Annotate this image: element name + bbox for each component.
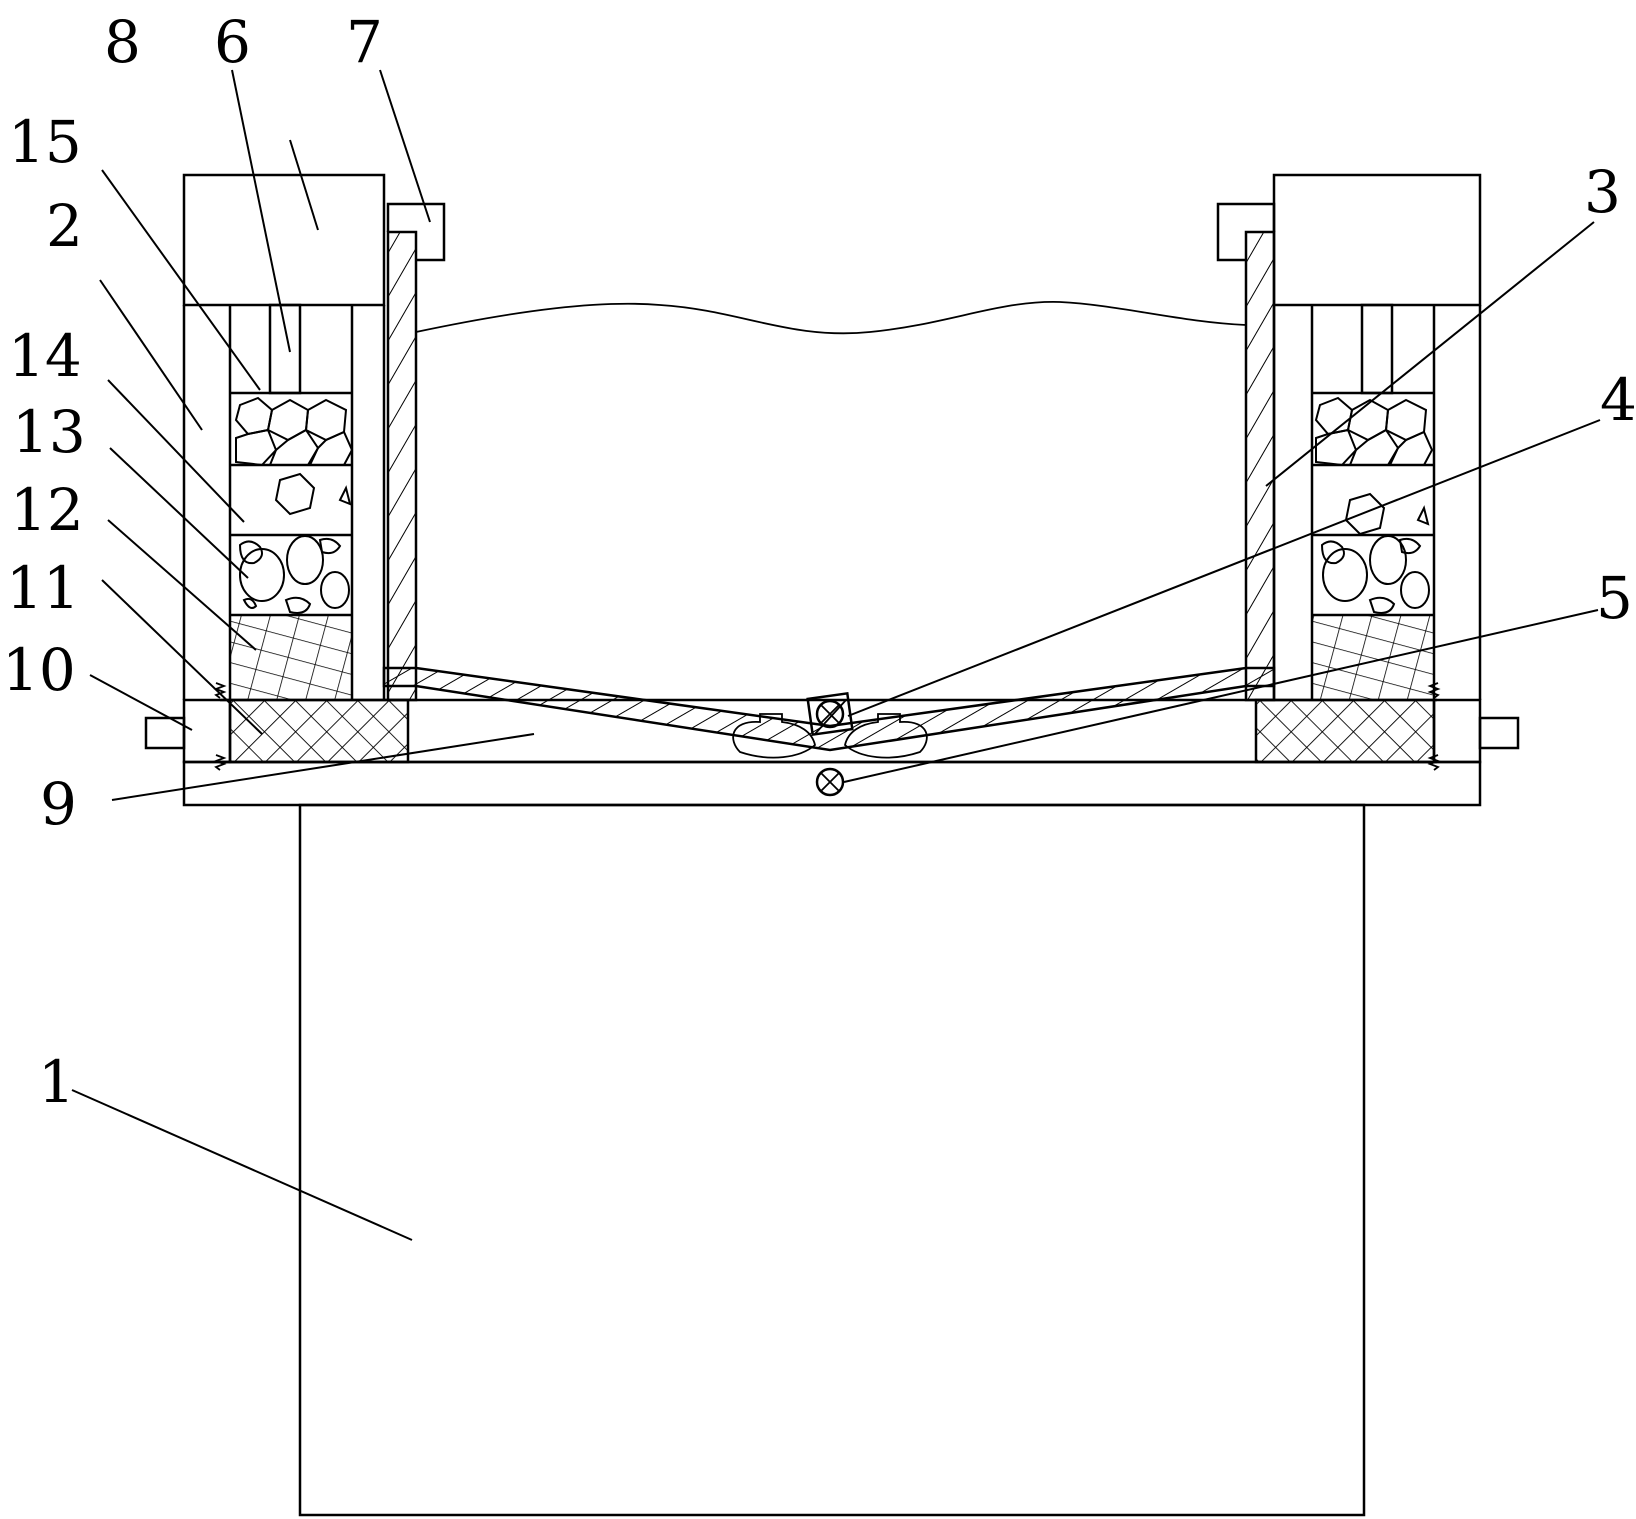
left-filter-column bbox=[182, 173, 386, 700]
liquid-surface bbox=[415, 301, 1247, 335]
main-body bbox=[298, 803, 1366, 1517]
label-1: 1 bbox=[38, 1048, 75, 1116]
sloped-bottom-plate bbox=[382, 666, 1276, 752]
label-4: 4 bbox=[1600, 366, 1636, 434]
part-labels: 1 2 3 4 5 6 7 8 9 10 11 12 13 14 15 bbox=[2, 8, 1636, 1116]
leader-lines bbox=[71, 69, 1601, 1241]
label-14: 14 bbox=[8, 322, 82, 390]
right-inner-wall bbox=[1216, 202, 1276, 702]
right-seal-block bbox=[1254, 698, 1436, 764]
label-9: 9 bbox=[40, 770, 77, 838]
left-sleeve bbox=[144, 682, 232, 771]
label-13: 13 bbox=[12, 398, 86, 466]
valve-assembly bbox=[732, 691, 928, 797]
right-sleeve bbox=[1427, 682, 1520, 771]
left-inner-wall bbox=[386, 202, 446, 702]
label-7: 7 bbox=[346, 8, 383, 76]
label-15: 15 bbox=[8, 108, 82, 176]
label-3: 3 bbox=[1584, 158, 1621, 226]
label-8: 8 bbox=[104, 8, 141, 76]
label-11: 11 bbox=[6, 554, 80, 622]
label-2: 2 bbox=[46, 192, 83, 260]
left-seal-block bbox=[228, 698, 410, 764]
label-5: 5 bbox=[1596, 564, 1633, 632]
right-filter-column bbox=[1272, 173, 1482, 700]
label-12: 12 bbox=[10, 476, 84, 544]
label-10: 10 bbox=[2, 636, 76, 704]
label-6: 6 bbox=[214, 8, 251, 76]
